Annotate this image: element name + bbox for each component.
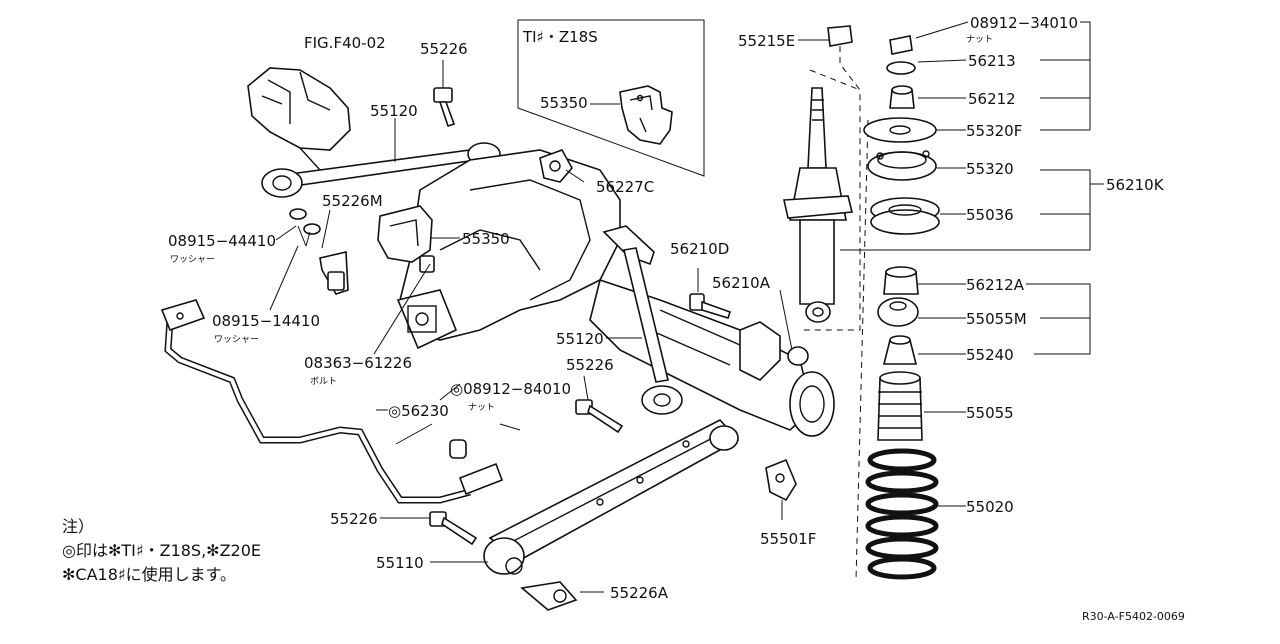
label-55055: 55055 xyxy=(966,404,1014,422)
axle-housing-center xyxy=(396,149,621,350)
label-08363-61226: 08363−61226 xyxy=(304,354,412,372)
label-55226-top: 55226 xyxy=(420,40,468,58)
label-55320F: 55320F xyxy=(966,122,1022,140)
bolt-55226M xyxy=(319,251,349,295)
label-08912-34010: 08912−34010 xyxy=(970,14,1078,32)
nut-56210A xyxy=(787,346,809,366)
label-55226-low: 55226 xyxy=(330,510,378,528)
bolt-55226-top xyxy=(433,87,456,128)
label-55226A: 55226A xyxy=(610,584,669,602)
footer-code: R30-A-F5402-0069 xyxy=(1082,610,1185,623)
inset-box xyxy=(517,19,705,177)
label-55110: 55110 xyxy=(376,554,424,572)
group-brackets xyxy=(840,21,1104,355)
label-56210A: 56210A xyxy=(712,274,771,292)
note-heading: 注） xyxy=(62,517,94,536)
label-55036: 55036 xyxy=(966,206,1014,224)
label-55320: 55320 xyxy=(966,160,1014,178)
label-56210K: 56210K xyxy=(1106,176,1165,194)
spring-stack xyxy=(855,35,940,581)
label-nut-a: ナット xyxy=(468,402,495,413)
label-56212: 56212 xyxy=(968,90,1016,108)
lower-link-55120-mid xyxy=(602,225,683,415)
label-56230: ◎56230 xyxy=(388,402,449,420)
label-55215E: 55215E xyxy=(738,32,795,50)
bolt-55226-mid xyxy=(575,399,624,434)
label-washer-b: ワッシャー xyxy=(214,335,259,345)
label-08915-44410: 08915−44410 xyxy=(168,232,276,250)
label-08915-14410: 08915−14410 xyxy=(212,312,320,330)
label-55350-main: 55350 xyxy=(462,230,510,248)
bracket-56227C xyxy=(539,149,573,183)
label-55120-mid: 55120 xyxy=(556,330,604,348)
label-55226M: 55226M xyxy=(322,192,383,210)
label-55055M: 55055M xyxy=(966,310,1027,328)
axle-housing-left-top xyxy=(247,67,381,176)
figure-ref: FIG.F40-02 xyxy=(304,34,386,52)
note-line-1: ◎印は✻TI♯・Z18S,✻Z20E xyxy=(62,541,261,560)
stabilizer-bar-56230 xyxy=(160,299,504,504)
label-55226-mid: 55226 xyxy=(566,356,614,374)
shock-dashed-outline xyxy=(800,46,861,331)
label-08912-84010: ◎08912−84010 xyxy=(450,380,571,398)
note-line-2: ✻CA18♯に使用します。 xyxy=(62,565,236,584)
lower-arm-55110 xyxy=(483,419,740,575)
shock-absorber xyxy=(783,87,854,323)
label-nut-b: ナット xyxy=(966,34,993,45)
nut-55215E xyxy=(827,25,853,47)
bracket-55350-inset xyxy=(619,85,673,145)
label-55240: 55240 xyxy=(966,346,1014,364)
label-56213: 56213 xyxy=(968,52,1016,70)
washer-08915-44410 xyxy=(289,208,321,235)
coil-spring-55020 xyxy=(865,448,939,580)
label-55350-inset: 55350 xyxy=(540,94,588,112)
label-bolt: ボルト xyxy=(310,376,337,387)
label-56210D: 56210D xyxy=(670,240,729,258)
leader-lines xyxy=(269,21,969,593)
label-56212A: 56212A xyxy=(966,276,1025,294)
label-56227C: 56227C xyxy=(596,178,654,196)
bracket-55350-main xyxy=(377,205,435,273)
bolt-55226-low xyxy=(429,511,478,546)
bracket-55226A xyxy=(520,581,578,611)
label-55120-top: 55120 xyxy=(370,102,418,120)
bolt-56210D xyxy=(689,293,732,319)
label-55020: 55020 xyxy=(966,498,1014,516)
upper-link-55120-top xyxy=(261,142,501,198)
label-washer-a: ワッシャー xyxy=(170,255,215,265)
inset-label: TI♯・Z18S xyxy=(522,28,598,46)
label-55501F: 55501F xyxy=(760,530,816,548)
bracket-55501F xyxy=(765,458,797,502)
